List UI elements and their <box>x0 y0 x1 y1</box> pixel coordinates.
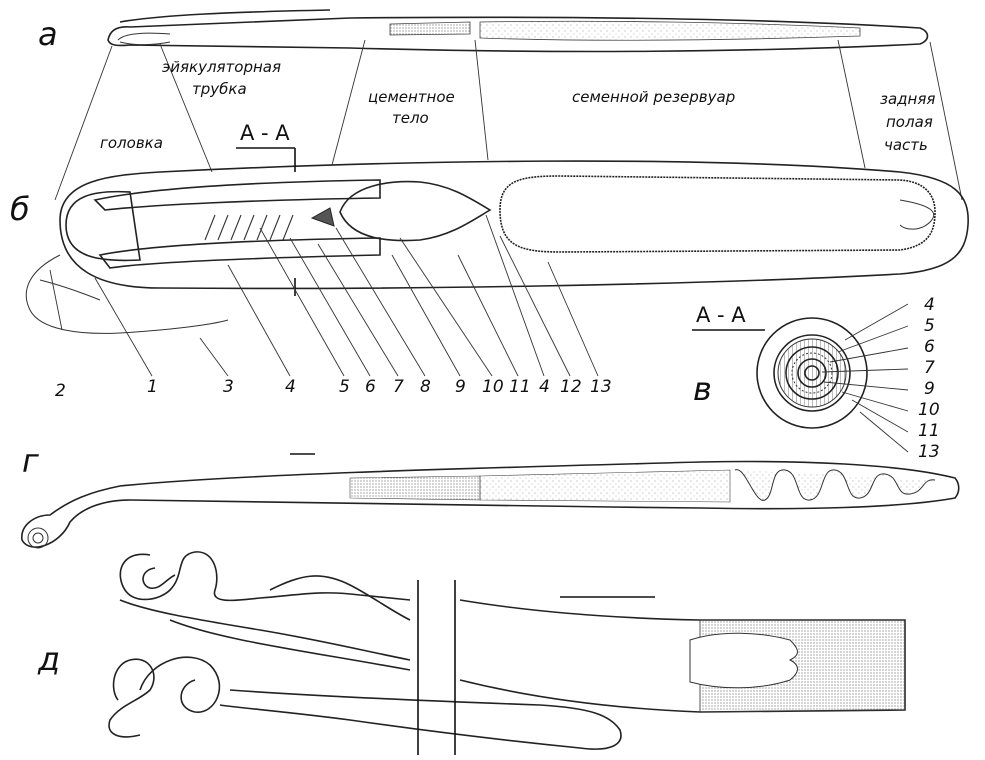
number-b-4: 4 <box>285 377 296 397</box>
panel-label-b: б <box>10 190 30 228</box>
number-b-2: 2 <box>55 381 66 401</box>
number-b-12: 12 <box>560 377 582 397</box>
number-v-7: 7 <box>924 358 935 378</box>
region-ejac-line2: трубка <box>192 80 247 98</box>
panel-label-g: г <box>22 442 39 480</box>
region-cement-line1: цементное <box>368 88 455 106</box>
numbers-b: 2 1 3 4 5 6 7 8 9 10 11 4 12 13 <box>55 377 612 401</box>
numbers-v: 4 5 6 7 9 10 11 13 <box>918 295 940 462</box>
number-b-11: 11 <box>509 377 531 397</box>
region-post-line2: полая <box>886 113 933 131</box>
panel-a-drawing <box>108 10 928 51</box>
number-b-5: 5 <box>339 377 350 397</box>
panel-b-drawing <box>60 161 968 288</box>
number-v-10: 10 <box>918 400 940 420</box>
region-post-line3: часть <box>884 136 928 154</box>
number-b-3: 3 <box>223 377 234 397</box>
number-b-4b: 4 <box>539 377 550 397</box>
panel-labels: а б в г д <box>10 15 712 678</box>
number-b-6: 6 <box>365 377 376 397</box>
region-ejac-line1: эйякуляторная <box>162 58 281 76</box>
section-label-v: А - А <box>696 303 746 327</box>
number-v-4: 4 <box>924 295 935 315</box>
section-labels: А - А А - А <box>240 121 746 327</box>
number-v-11: 11 <box>918 421 940 441</box>
number-v-5: 5 <box>924 316 935 336</box>
number-v-9: 9 <box>924 379 935 399</box>
number-v-6: 6 <box>924 337 935 357</box>
panel-label-v: в <box>693 370 712 408</box>
region-cement-line2: тело <box>392 109 429 127</box>
number-b-7: 7 <box>393 377 404 397</box>
panel-d-drawing <box>109 552 905 755</box>
number-b-9: 9 <box>455 377 466 397</box>
section-label-b: А - А <box>240 121 290 145</box>
region-post-line1: задняя <box>880 90 935 108</box>
panel-label-d: д <box>37 640 60 678</box>
region-seminal: семенной резервуар <box>572 88 735 106</box>
panel-label-a: а <box>38 15 58 53</box>
panel-v-drawing <box>757 318 867 428</box>
number-b-10: 10 <box>482 377 504 397</box>
region-head: головка <box>100 134 163 152</box>
region-labels: головка эйякуляторная трубка цементное т… <box>100 58 935 154</box>
panel-g-drawing <box>22 454 959 548</box>
number-b-1: 1 <box>147 377 158 397</box>
number-v-13: 13 <box>918 442 940 462</box>
number-b-13: 13 <box>590 377 612 397</box>
panel-b-appendages <box>26 255 228 333</box>
number-b-8: 8 <box>420 377 431 397</box>
